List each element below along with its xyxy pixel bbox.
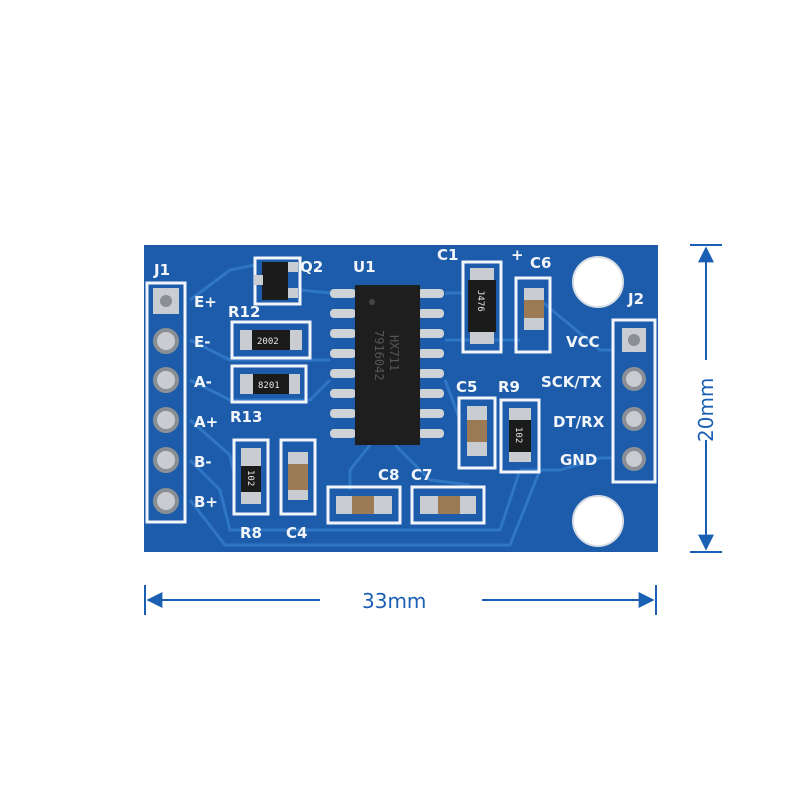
r13-code: 8201 xyxy=(258,381,280,391)
q2-label: Q2 xyxy=(300,258,323,276)
chip-hx711 xyxy=(355,285,420,445)
r9-code: 102 xyxy=(513,427,523,443)
j2-pin xyxy=(622,447,646,471)
u1-label: U1 xyxy=(353,258,376,276)
chip-batch: 7916042 xyxy=(372,330,386,381)
r13-label: R13 xyxy=(230,408,262,426)
c5-label: C5 xyxy=(456,378,477,396)
capacitor-c6 xyxy=(524,300,544,318)
transistor-q2 xyxy=(262,262,288,300)
pin-label-b-minus: B- xyxy=(194,453,212,471)
c1-polarity: + xyxy=(511,246,524,264)
r8-code: 102 xyxy=(245,470,255,486)
r9-label: R9 xyxy=(498,378,520,396)
c7-label: C7 xyxy=(411,466,432,484)
j2-pin xyxy=(622,367,646,391)
r13-outline xyxy=(230,364,308,404)
j1-header xyxy=(145,281,187,524)
c6-label: C6 xyxy=(530,254,551,272)
j2-pin xyxy=(622,407,646,431)
pin-label-sck-tx: SCK/TX xyxy=(541,373,602,391)
capacitor-c5 xyxy=(467,420,487,442)
r12-outline xyxy=(230,320,312,360)
pin-label-a-plus: A+ xyxy=(194,413,218,431)
j2-label: J2 xyxy=(627,290,644,308)
resistor-r9 xyxy=(509,420,531,452)
mounting-hole xyxy=(572,495,624,547)
r12-label: R12 xyxy=(228,303,260,321)
resistor-r8 xyxy=(241,466,261,492)
j1-pin xyxy=(153,488,179,514)
j1-pin xyxy=(153,328,179,354)
pin-label-gnd: GND xyxy=(560,451,597,469)
j1-pin xyxy=(153,407,179,433)
capacitor-c4 xyxy=(288,464,308,490)
c4-label: C4 xyxy=(286,524,307,542)
c1-label: C1 xyxy=(437,246,458,264)
pin-label-a-minus: A- xyxy=(194,373,212,391)
capacitor-c8 xyxy=(352,496,374,514)
width-dimension xyxy=(144,585,657,615)
r8-label: R8 xyxy=(240,524,262,542)
resistor-r13 xyxy=(253,374,289,394)
mounting-hole xyxy=(572,256,624,308)
chip-pins xyxy=(330,289,444,438)
j1-pin xyxy=(153,367,179,393)
r12-code: 2002 xyxy=(257,337,279,347)
pin-label-vcc: VCC xyxy=(566,333,600,351)
chip-marking: HX711 xyxy=(387,335,401,371)
width-label: 33mm xyxy=(362,589,426,613)
j1-label: J1 xyxy=(153,261,170,279)
height-label: 20mm xyxy=(694,378,718,442)
pin-label-b-plus: B+ xyxy=(194,493,218,511)
pin-label-dt-rx: DT/RX xyxy=(553,413,605,431)
capacitor-c7 xyxy=(438,496,460,514)
j2-header xyxy=(611,318,657,484)
height-dimension xyxy=(690,244,722,553)
resistor-r12 xyxy=(252,330,290,350)
capacitor-c1 xyxy=(468,280,496,332)
pin-label-e-minus: E- xyxy=(194,333,210,351)
c1-code: J476 xyxy=(475,290,485,312)
pin-label-e-plus: E+ xyxy=(194,293,217,311)
c8-label: C8 xyxy=(378,466,399,484)
j1-pin xyxy=(153,447,179,473)
